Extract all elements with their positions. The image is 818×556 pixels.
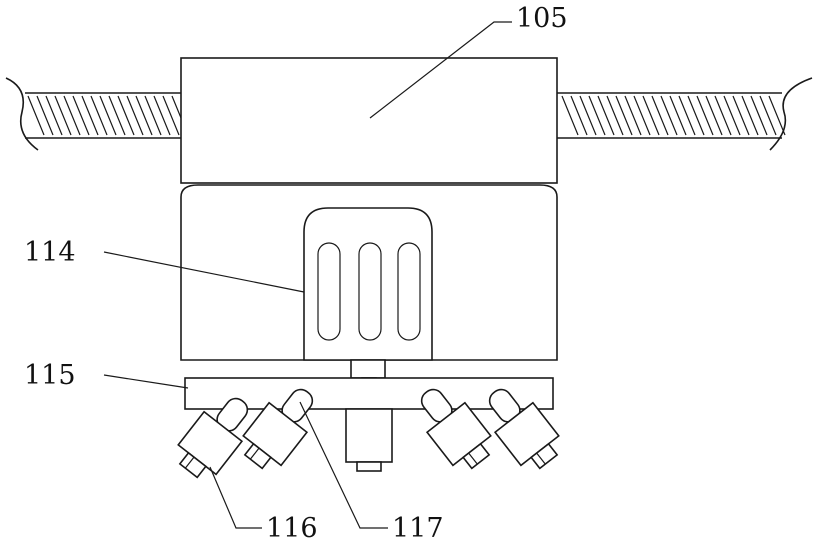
thread-hatch-right	[561, 95, 786, 136]
thread-line	[144, 95, 162, 136]
leader-115	[103, 374, 189, 389]
thread-line	[153, 95, 171, 136]
thread-line	[732, 95, 750, 136]
thread-line	[741, 95, 759, 136]
thread-line	[669, 95, 687, 136]
nozzle	[242, 388, 314, 470]
top-block	[180, 57, 558, 184]
thread-line	[45, 95, 63, 136]
motor	[303, 207, 433, 361]
thread-line	[642, 95, 660, 136]
thread-line	[81, 95, 99, 136]
thread-line	[579, 95, 597, 136]
thread-line	[633, 95, 651, 136]
label-116: 116	[266, 513, 318, 544]
thread-line	[768, 95, 786, 136]
leader-105	[369, 21, 512, 119]
leader-117	[299, 401, 388, 529]
thread-line	[651, 95, 669, 136]
thread-line	[72, 95, 90, 136]
thread-line	[759, 95, 777, 136]
thread-line	[705, 95, 723, 136]
thread-line	[696, 95, 714, 136]
thread-line	[561, 95, 579, 136]
thread-line	[36, 95, 54, 136]
thread-hatch-left	[27, 95, 189, 136]
thread-line	[714, 95, 732, 136]
thread-line	[606, 95, 624, 136]
thread-line	[615, 95, 633, 136]
thread-line	[126, 95, 144, 136]
nozzle	[488, 388, 560, 470]
thread-line	[99, 95, 117, 136]
nozzle	[420, 388, 492, 470]
thread-line	[162, 95, 180, 136]
thread-line	[63, 95, 81, 136]
threaded-rod-left	[5, 77, 189, 151]
nozzle	[177, 397, 249, 479]
thread-line	[108, 95, 126, 136]
label-105: 105	[516, 3, 568, 34]
thread-line	[135, 95, 153, 136]
center-outlet	[345, 408, 393, 472]
thread-line	[117, 95, 135, 136]
label-114: 114	[24, 237, 76, 268]
thread-line	[678, 95, 696, 136]
thread-line	[750, 95, 768, 136]
thread-line	[687, 95, 705, 136]
thread-line	[27, 95, 45, 136]
label-117: 117	[392, 513, 444, 544]
thread-line	[723, 95, 741, 136]
leader-lines	[103, 21, 512, 529]
thread-line	[90, 95, 108, 136]
thread-line	[570, 95, 588, 136]
leader-116	[209, 466, 262, 529]
thread-line	[588, 95, 606, 136]
leader-114	[103, 251, 305, 293]
thread-line	[597, 95, 615, 136]
nozzle-group	[177, 388, 560, 479]
thread-line	[660, 95, 678, 136]
label-115: 115	[24, 360, 76, 391]
thread-line	[54, 95, 72, 136]
threaded-rod-right	[557, 77, 813, 151]
thread-line	[624, 95, 642, 136]
